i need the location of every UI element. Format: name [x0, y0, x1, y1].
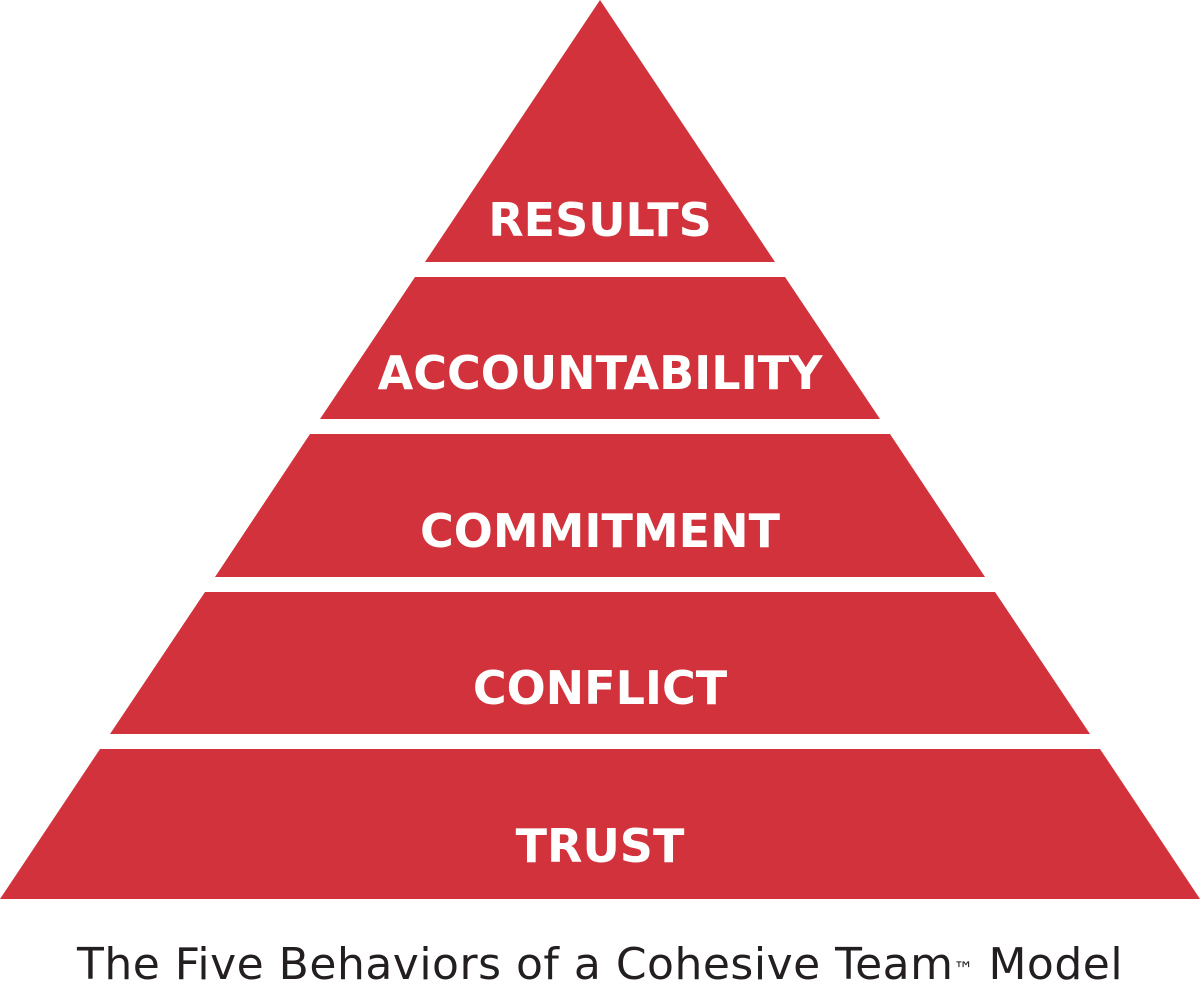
trademark-symbol: ™	[953, 957, 974, 981]
layer-label-trust: TRUST	[516, 819, 685, 873]
layer-accountability	[320, 277, 880, 419]
layer-results	[425, 0, 775, 262]
layer-conflict	[110, 592, 1090, 734]
caption-suffix: Model	[973, 939, 1124, 990]
layer-label-accountability: ACCOUNTABILITY	[378, 346, 823, 400]
layer-commitment	[215, 434, 985, 577]
layer-label-conflict: CONFLICT	[473, 661, 728, 715]
layer-label-results: RESULTS	[488, 193, 712, 247]
diagram-caption: The Five Behaviors of a Cohesive Team™ M…	[0, 935, 1200, 995]
pyramid-diagram: RESULTS ACCOUNTABILITY COMMITMENT CONFLI…	[0, 0, 1200, 899]
layer-label-commitment: COMMITMENT	[420, 504, 781, 558]
layer-trust	[0, 749, 1200, 899]
caption-text: The Five Behaviors of a Cohesive Team	[76, 939, 954, 990]
